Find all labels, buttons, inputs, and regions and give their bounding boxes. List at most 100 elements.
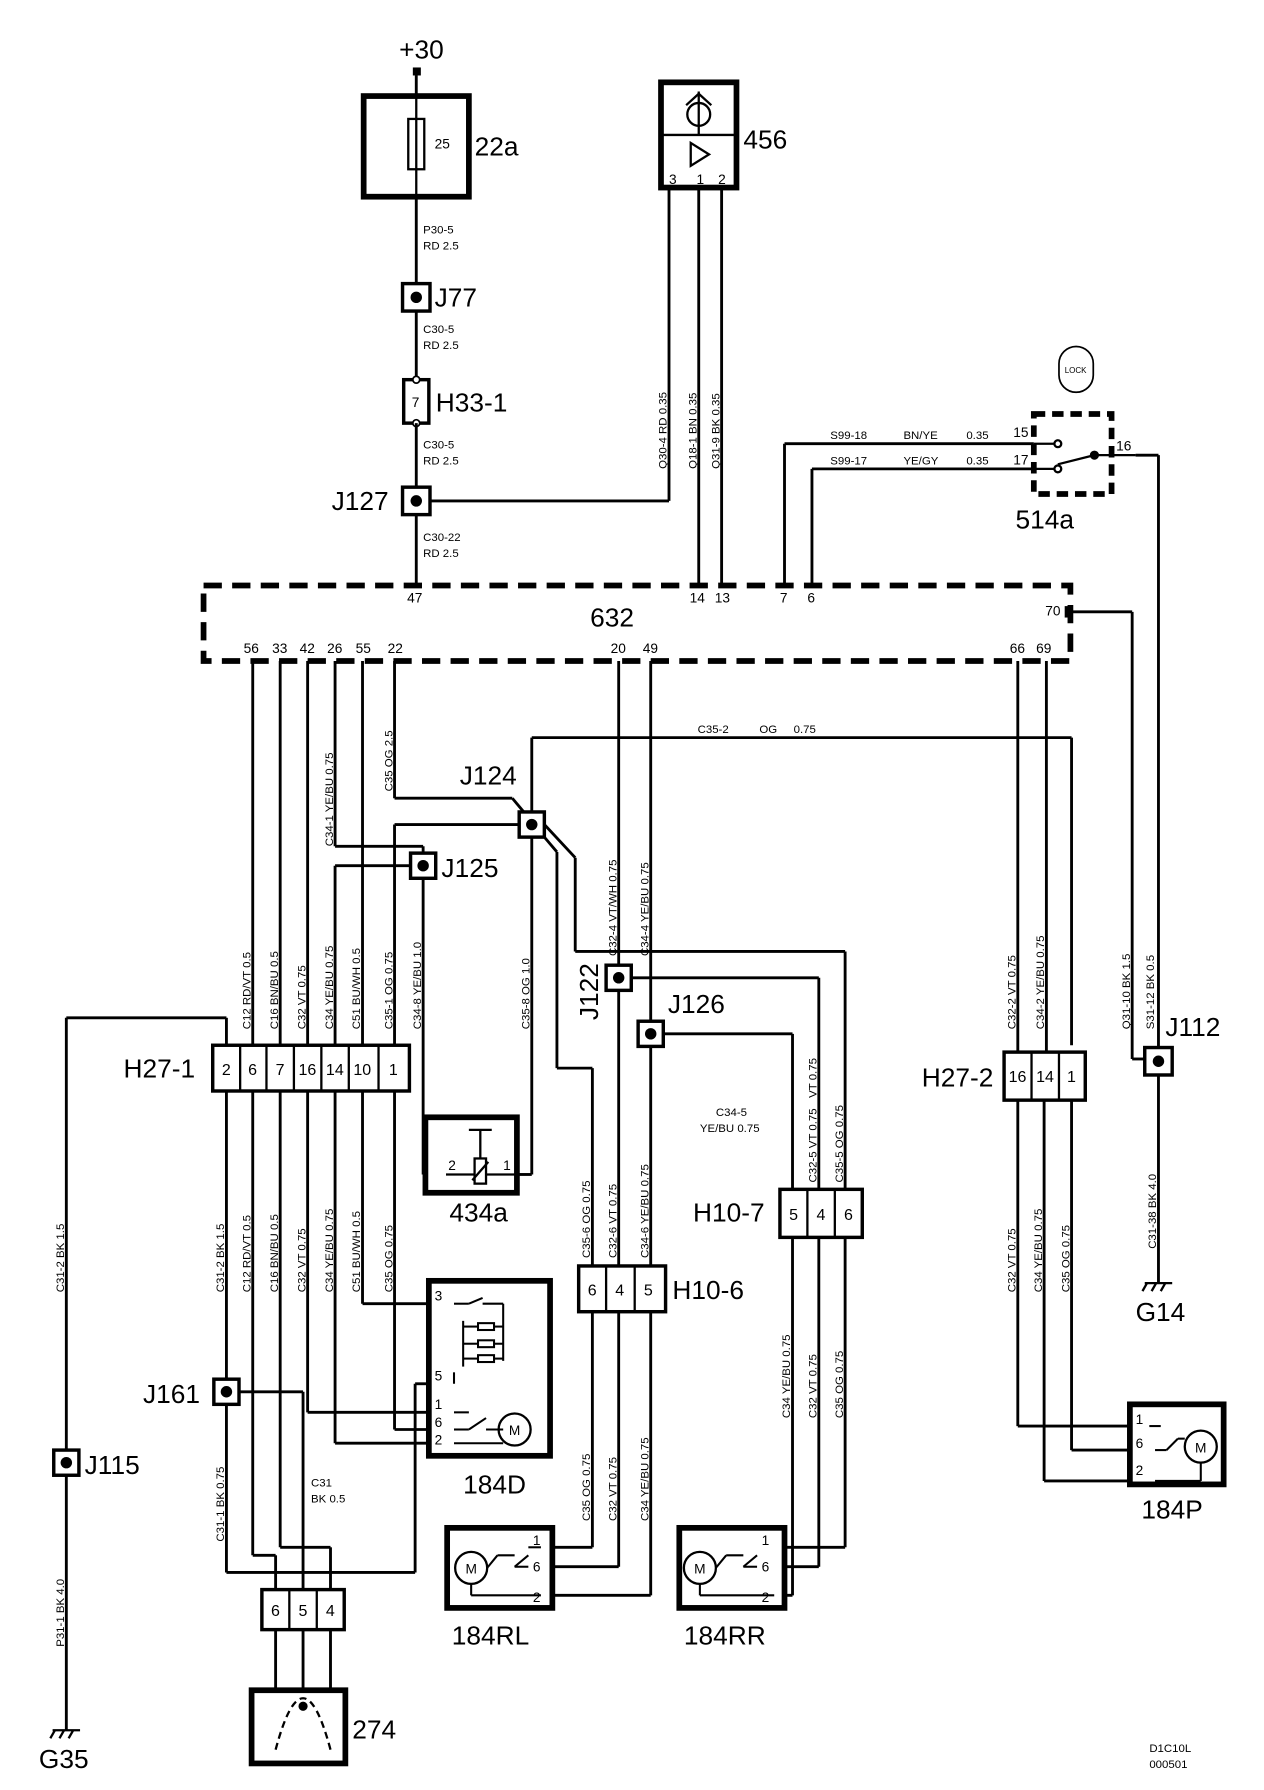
h10-6-pin-5: 5 bbox=[644, 1283, 653, 1300]
door-motor-184d-label: 184D bbox=[463, 1470, 526, 1500]
svg-text:C35 OG 0.75: C35 OG 0.75 bbox=[834, 1351, 846, 1418]
door-motor-184rl-pin-1: 1 bbox=[533, 1533, 541, 1548]
door-motor-184p bbox=[1127, 1401, 1227, 1488]
door-motor-184rr-m: M bbox=[694, 1562, 705, 1577]
svg-text:C51 BU/WH 0.5: C51 BU/WH 0.5 bbox=[351, 948, 363, 1029]
switch-514a-pin-15: 15 bbox=[1013, 425, 1029, 440]
connector-h33-1-pin: 7 bbox=[412, 395, 420, 410]
wire-c35-og: C35 OG 2.5 bbox=[383, 730, 395, 791]
svg-text:C32 VT 0.75: C32 VT 0.75 bbox=[1007, 1228, 1019, 1292]
h27-1-pin-1: 1 bbox=[389, 1062, 398, 1079]
wire-c31-1: C31-1 BK 0.75 bbox=[215, 1467, 227, 1542]
h27-2-pin-14: 14 bbox=[1036, 1069, 1054, 1086]
ecu-pin-42: 42 bbox=[300, 641, 315, 656]
module-632-label: 632 bbox=[590, 603, 634, 633]
component-434a-label: 434a bbox=[449, 1197, 508, 1227]
wire-c31-spec: BK 0.5 bbox=[311, 1494, 345, 1506]
h27-1-pin-16: 16 bbox=[298, 1062, 316, 1079]
svg-text:VT 0.75: VT 0.75 bbox=[808, 1058, 820, 1098]
wire-c32-4: C32-4 VT/WH 0.75 bbox=[607, 860, 619, 956]
wire-c31-38: C31-38 BK 4.0 bbox=[1147, 1174, 1159, 1249]
supply-terminal bbox=[412, 67, 421, 76]
wire-c30-5a-spec: RD 2.5 bbox=[423, 340, 459, 352]
ecu-pin-13: 13 bbox=[715, 591, 731, 606]
svg-text:C16 BN/BU 0.5: C16 BN/BU 0.5 bbox=[269, 1214, 281, 1292]
switch-514a-pin-17: 17 bbox=[1013, 452, 1028, 467]
wire-c35-8: C35-8 OG 1.0 bbox=[520, 958, 532, 1029]
door-motor-184rr-pin-2: 2 bbox=[762, 1590, 770, 1605]
wire-c34-4: C34-4 YE/BU 0.75 bbox=[639, 862, 651, 956]
ground-g14-icon bbox=[1141, 1281, 1173, 1292]
wire-s31-12: S31-12 BK 0.5 bbox=[1145, 955, 1157, 1029]
wire-c31-10: Q31-10 BK 1.5 bbox=[1121, 954, 1133, 1030]
svg-text:C32-6 VT 0.75: C32-6 VT 0.75 bbox=[607, 1184, 619, 1258]
component-456-pin-2: 2 bbox=[718, 172, 726, 187]
door-motor-184d-pin-2: 2 bbox=[435, 1432, 443, 1447]
door-motor-184rr-label: 184RR bbox=[684, 1620, 766, 1650]
ecu-pin-47: 47 bbox=[407, 591, 422, 606]
h27-2-pin-16: 16 bbox=[1009, 1069, 1027, 1086]
h10-7-pin-6: 6 bbox=[844, 1207, 853, 1224]
fuse-id: 22a bbox=[475, 132, 519, 162]
wire-c34-2: C34-2 YE/BU 0.75 bbox=[1035, 935, 1047, 1029]
ecu-pin-70: 70 bbox=[1045, 603, 1061, 618]
connector-h10-6 bbox=[576, 1264, 668, 1314]
wire-c35-2-color: OG bbox=[759, 724, 777, 736]
component-274 bbox=[248, 1687, 349, 1767]
component-274-label: 274 bbox=[352, 1714, 396, 1744]
module-632 bbox=[200, 582, 1074, 664]
connector-h27-2 bbox=[1002, 1050, 1087, 1102]
door-motor-184d-m: M bbox=[509, 1423, 520, 1438]
ecu-pin-33: 33 bbox=[272, 641, 288, 656]
connector-h10-6-label: H10-6 bbox=[672, 1275, 744, 1305]
ecu-pin-66: 66 bbox=[1010, 641, 1026, 656]
component-434a-pin-2: 2 bbox=[448, 1158, 456, 1173]
wire-p31-1: P31-1 BK 4.0 bbox=[55, 1579, 67, 1647]
wire-c34-5-code: C34-5 bbox=[716, 1107, 747, 1119]
svg-text:C34-8 YE/BU 1.0: C34-8 YE/BU 1.0 bbox=[412, 942, 424, 1029]
svg-text:C35 OG 0.75: C35 OG 0.75 bbox=[1060, 1225, 1072, 1292]
splice-j126-label: J126 bbox=[668, 989, 725, 1019]
wire-s99-17-color: YE/GY bbox=[903, 455, 938, 467]
svg-text:C32 VT 0.75: C32 VT 0.75 bbox=[296, 965, 308, 1029]
wire-s99-18-code: S99-18 bbox=[830, 430, 867, 442]
wire-c35-2-code: C35-2 bbox=[698, 724, 729, 736]
door-motor-184p-m: M bbox=[1195, 1440, 1206, 1455]
connector-h33-1-label: H33-1 bbox=[436, 388, 508, 418]
door-motor-184rl-pin-6: 6 bbox=[533, 1559, 541, 1574]
svg-text:C34-6 YE/BU 0.75: C34-6 YE/BU 0.75 bbox=[639, 1164, 651, 1258]
footer-code-2: 000501 bbox=[1149, 1759, 1187, 1771]
lock-badge-label: LOCK bbox=[1065, 366, 1087, 375]
door-motor-184d-pin-1: 1 bbox=[435, 1397, 443, 1412]
wire-p30-5-code: P30-5 bbox=[423, 224, 453, 236]
component-434a-pin-1: 1 bbox=[503, 1158, 511, 1173]
h10-6-pin-4: 4 bbox=[615, 1283, 624, 1300]
door-motor-184rl-label: 184RL bbox=[452, 1620, 530, 1650]
footer-code-1: D1C10L bbox=[1149, 1743, 1191, 1755]
wire-s99-18-size: 0.35 bbox=[966, 430, 988, 442]
wire-c31-2: C31-2 BK 1.5 bbox=[55, 1224, 67, 1293]
door-motor-184rl-pin-2: 2 bbox=[533, 1590, 541, 1605]
svg-text:C34 YE/BU 0.75: C34 YE/BU 0.75 bbox=[324, 1209, 336, 1293]
svg-text:C12 RD/VT 0.5: C12 RD/VT 0.5 bbox=[241, 1215, 253, 1292]
ecu-pin-14: 14 bbox=[690, 591, 706, 606]
splice-j122-label: J122 bbox=[574, 963, 604, 1020]
door-motor-184d-pin-5: 5 bbox=[435, 1368, 443, 1383]
svg-text:C16 BN/BU 0.5: C16 BN/BU 0.5 bbox=[269, 951, 281, 1029]
wire-c30-5b-spec: RD 2.5 bbox=[423, 455, 459, 467]
h10-6-bottom-wire-labels: C35 OG 0.75 C32 VT 0.75 C34 YE/BU 0.75 bbox=[581, 1437, 651, 1521]
svg-text:C35-6 OG 0.75: C35-6 OG 0.75 bbox=[581, 1180, 593, 1257]
wire-c35-2-size: 0.75 bbox=[794, 724, 816, 736]
connector-h10-7 bbox=[778, 1187, 864, 1240]
wire-c34-1: C34-1 YE/BU 0.75 bbox=[324, 752, 336, 846]
connector-274-pin-6: 6 bbox=[271, 1603, 280, 1620]
ground-g35-icon bbox=[49, 1729, 81, 1739]
door-motor-184p-pin-2: 2 bbox=[1136, 1463, 1144, 1478]
door-motor-184p-label: 184P bbox=[1141, 1495, 1202, 1525]
wire-q31-9: Q31-9 BK 0.35 bbox=[710, 393, 722, 469]
wire-c30-22-code: C30-22 bbox=[423, 532, 460, 544]
wire-q30-4: Q30-4 RD 0.35 bbox=[658, 392, 670, 469]
h10-7-pin-4: 4 bbox=[817, 1207, 826, 1224]
svg-text:C12 RD/VT 0.5: C12 RD/VT 0.5 bbox=[241, 952, 253, 1029]
